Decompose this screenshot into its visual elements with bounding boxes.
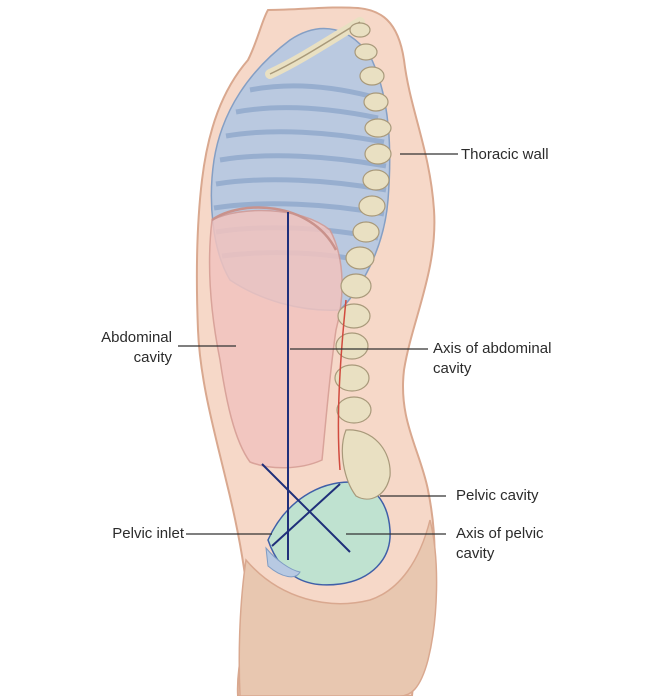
thigh-shape [238,519,438,696]
abdominal-cavity [208,209,343,469]
label-pelvic-cavity: Pelvic cavity [456,487,539,504]
label-axis-pelvic-line1: Axis of pelvic [456,525,544,542]
leader-lines [178,153,458,535]
label-pelvic-inlet: Pelvic inlet [112,525,184,542]
pelvic-inlet-line [271,483,341,547]
label-abdominal-cavity-line1: Abdominal [101,329,172,346]
label-thoracic-wall: Thoracic wall [461,146,549,163]
label-axis-abdominal-line1: Axis of abdominal [433,340,552,357]
axis-of-pelvic-cavity-line [261,463,351,553]
label-axis-abdominal-line2: cavity [433,360,472,377]
diaphragm [211,206,338,251]
label-axis-pelvic-line2: cavity [456,545,495,562]
pubic-bone [265,546,301,578]
pelvic-cavity [267,481,391,586]
anterior-spine-line [337,299,347,471]
label-abdominal-cavity-line2: cavity [133,349,172,366]
vertebral-column [334,22,392,500]
